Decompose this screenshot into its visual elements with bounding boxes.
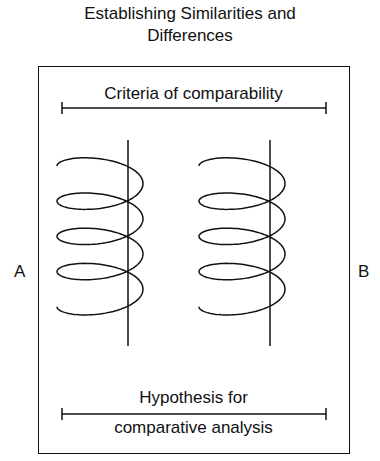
side-label: B [358,262,369,282]
side-label: A [14,262,25,282]
coil-axis [269,140,271,346]
coil [57,158,143,315]
bracket-tick [325,102,327,114]
coil [199,158,285,315]
bracket-tick [61,408,63,420]
frame-box: Criteria of comparabilityHypothesis for … [38,66,350,454]
bracket-line [62,413,326,415]
criteria-text: Criteria of comparability [104,79,284,109]
coil-axis [127,140,129,346]
hypothesis-text: Hypothesis for comparative analysis [99,383,289,443]
diagram-title: Establishing Similarities and Difference… [70,3,310,47]
bracket-tick [325,408,327,420]
bracket-line [62,107,326,109]
bracket-tick [61,102,63,114]
